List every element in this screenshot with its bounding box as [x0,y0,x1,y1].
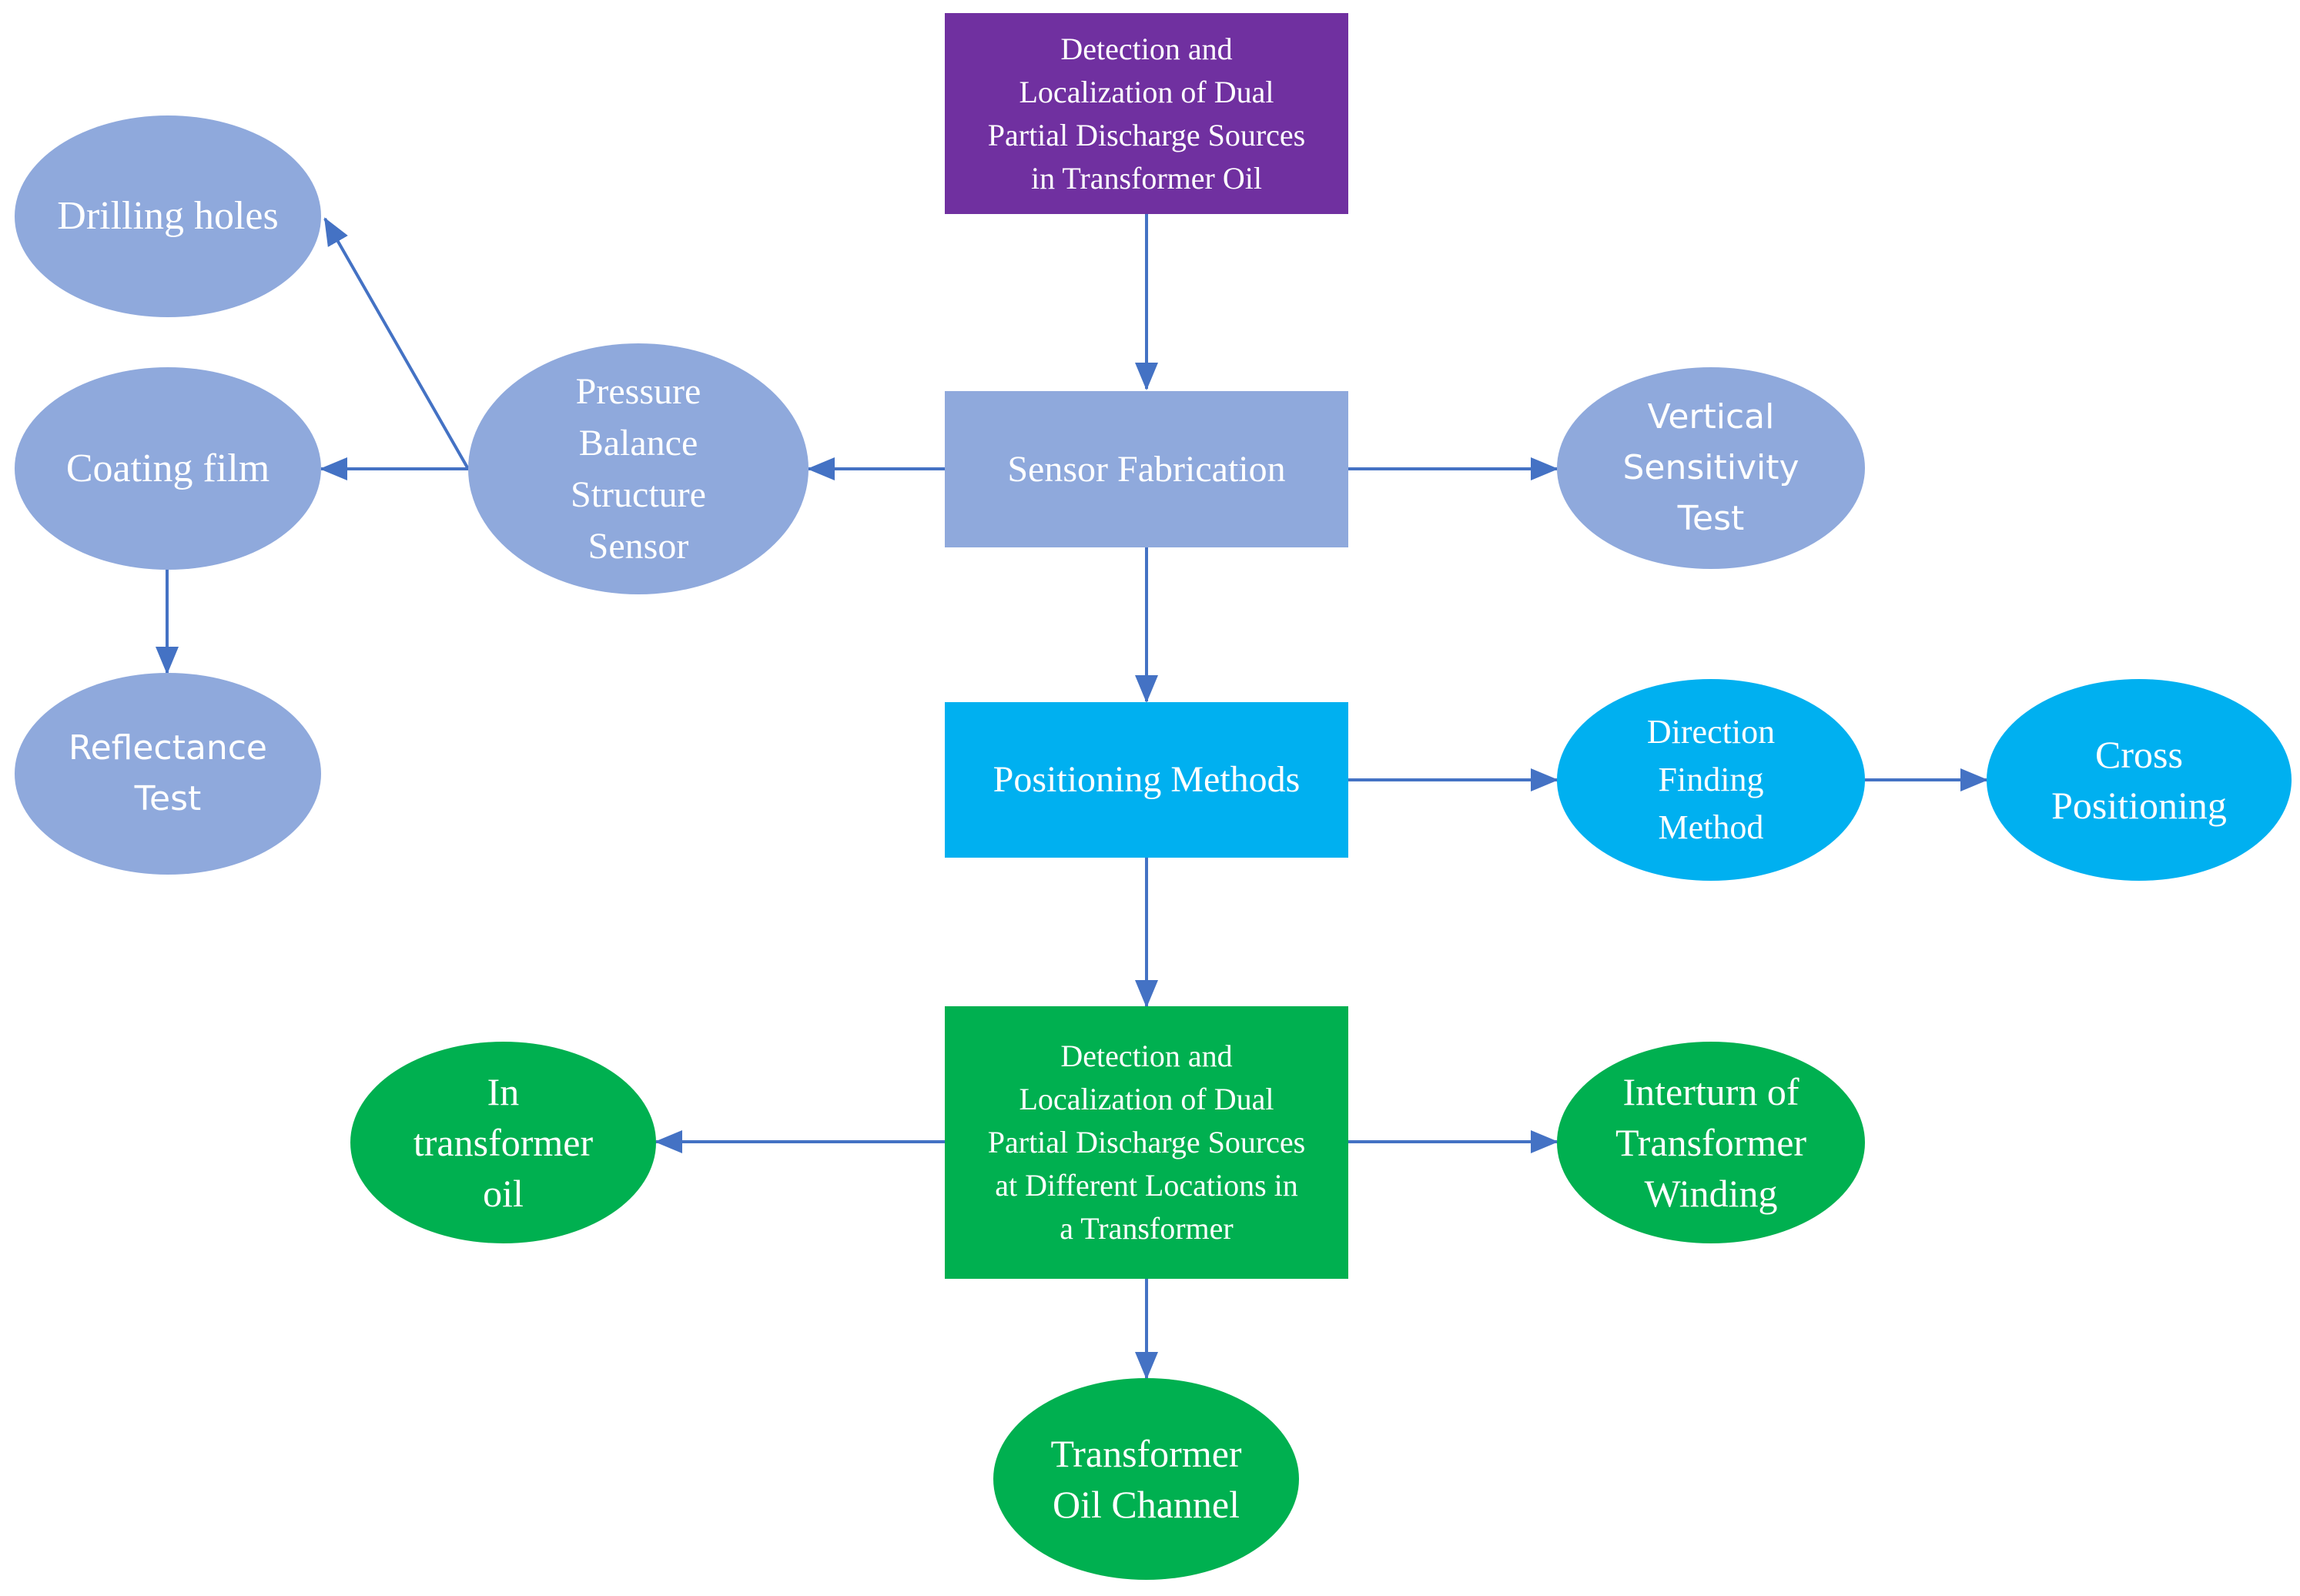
top-goal-label: Detection and Localization of Dual Parti… [987,31,1306,196]
sensor-fabrication-label: Sensor Fabrication [1007,448,1286,490]
drilling-holes-label: Drilling holes [57,194,279,238]
arrow-pressure-to-drilling [323,217,470,470]
cross-positioning-oval: Cross Positioning [1987,679,2292,881]
positioning-methods-box: Positioning Methods [945,702,1348,858]
pressure-balance-sensor-label: Pressure Balance Structure Sensor [571,371,706,567]
positioning-methods-label: Positioning Methods [993,759,1301,800]
reflectance-test-oval: Reflectance Test [15,673,321,875]
in-transformer-oil-oval: In transformer oil [350,1042,656,1243]
dual-pd-locations-box: Detection and Localization of Dual Parti… [945,1006,1348,1279]
dual-pd-locations-label: Detection and Localization of Dual Parti… [987,1039,1306,1246]
transformer-oil-channel-oval: Transformer Oil Channel [993,1378,1299,1580]
sensor-fabrication-box: Sensor Fabrication [945,391,1348,547]
interturn-transformer-winding-label: Interturn of Transformer Winding [1615,1070,1807,1215]
transformer-oil-channel-label: Transformer Oil Channel [1050,1432,1242,1526]
in-transformer-oil-label: In transformer oil [413,1070,594,1215]
vertical-sensitivity-test-label: Vertical Sensitivity Test [1622,397,1799,538]
direction-finding-method-label: Direction Finding Method [1646,713,1776,846]
reflectance-test-label: Reflectance Test [68,728,267,818]
top-goal-box: Detection and Localization of Dual Parti… [945,13,1348,214]
interturn-transformer-winding-oval: Interturn of Transformer Winding [1557,1042,1865,1243]
pressure-balance-sensor-oval: Pressure Balance Structure Sensor [468,343,809,594]
drilling-holes-oval: Drilling holes [15,115,321,317]
coating-film-label: Coating film [65,446,270,490]
cross-positioning-label: Cross Positioning [2051,733,2227,827]
vertical-sensitivity-test-oval: Vertical Sensitivity Test [1557,367,1865,569]
direction-finding-method-oval: Direction Finding Method [1557,679,1865,881]
coating-film-oval: Coating film [15,367,321,570]
